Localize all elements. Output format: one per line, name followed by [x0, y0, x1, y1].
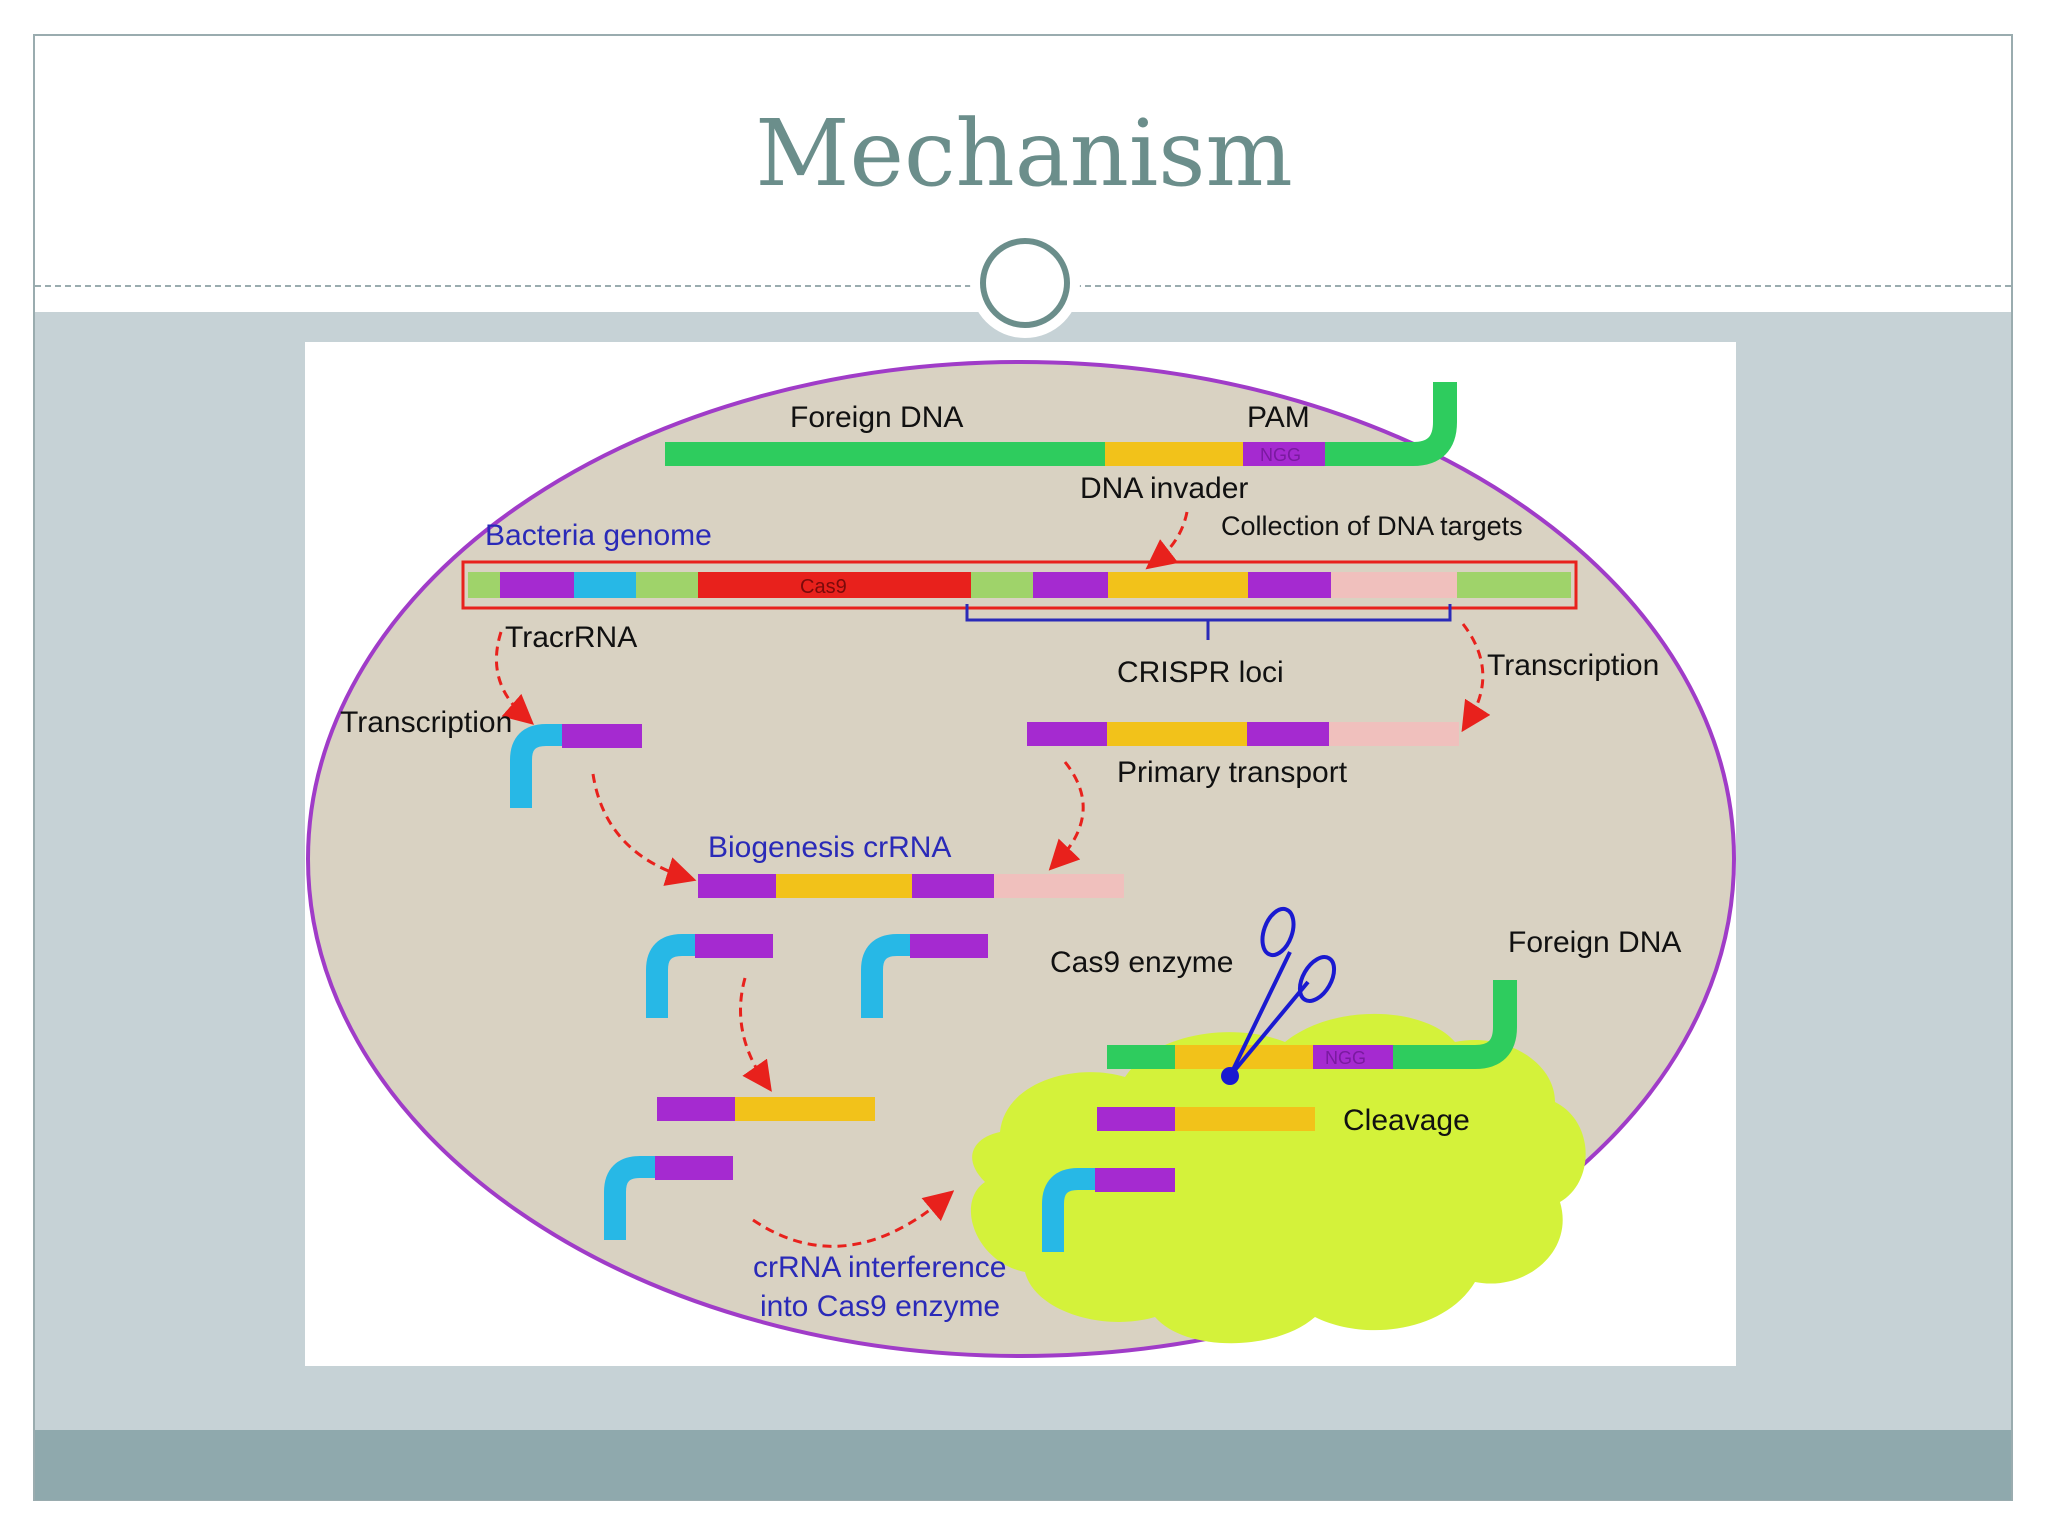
processing-arrow [739, 977, 772, 1092]
mature-crrna [657, 1097, 875, 1121]
genome-box [461, 560, 1578, 610]
primary-transcript [1027, 722, 1459, 746]
crispr-mechanism-diagram: NGG Foreign DNA PAM DNA invader Collecti… [306, 360, 1736, 1358]
cleaved-crrna [1097, 1107, 1315, 1131]
collection-label: Collection of DNA targets [1221, 511, 1523, 541]
crispr-loci-label: CRISPR loci [1117, 656, 1284, 689]
divider-ring-icon [970, 228, 1080, 338]
scissors-icon [1221, 906, 1337, 1085]
transcript-to-biogenesis-arrow [1048, 761, 1085, 871]
interference-label-1: crRNA interference [753, 1251, 1006, 1284]
tracr-to-biogenesis-arrow [591, 773, 697, 886]
tracr-transcription-arrow [494, 631, 535, 725]
slide-title: Mechanism [755, 100, 1293, 207]
biogenesis-label: Biogenesis crRNA [708, 831, 951, 864]
diagram-panel: NGG Foreign DNA PAM DNA invader Collecti… [305, 342, 1736, 1366]
crispr-bracket [965, 604, 1452, 640]
crrna-complex-3 [604, 1156, 733, 1240]
tracrrna-in-complex [1042, 1168, 1175, 1252]
pam-label: PAM [1247, 401, 1310, 434]
primary-transport-label: Primary transport [1117, 756, 1348, 789]
tracrrna-molecule [510, 724, 642, 808]
foreign-dna-strand-bottom: NGG [1107, 980, 1517, 1069]
ngg-label-bottom: NGG [1325, 1048, 1366, 1068]
tracrrna-label: TracrRNA [505, 621, 637, 654]
cas9-complex-blob [970, 1013, 1586, 1344]
cas9-enzyme-label: Cas9 enzyme [1050, 946, 1233, 979]
biogenesis-crrna [698, 874, 1124, 898]
transcription-left-label: Transcription [340, 706, 512, 739]
cleavage-label: Cleavage [1343, 1104, 1470, 1137]
foreign-dna-strand-top: NGG [665, 382, 1457, 466]
crrna-complex-2 [861, 934, 988, 1018]
bacteria-genome-label: Bacteria genome [485, 519, 712, 552]
crispr-transcription-arrow [1461, 623, 1491, 733]
genome-strand [468, 572, 1571, 598]
interference-label-2: into Cas9 enzyme [760, 1290, 1000, 1323]
ngg-label-top: NGG [1260, 445, 1301, 465]
transcription-right-label: Transcription [1487, 649, 1659, 682]
foreign-dna-label-bottom: Foreign DNA [1508, 926, 1681, 959]
invader-arrow [1145, 511, 1189, 570]
cas9-gene-label: Cas9 [800, 576, 847, 598]
slide-footer [35, 1430, 2011, 1500]
foreign-dna-label-top: Foreign DNA [790, 401, 963, 434]
crrna-complex-1 [646, 934, 773, 1018]
dna-invader-label: DNA invader [1080, 472, 1248, 505]
